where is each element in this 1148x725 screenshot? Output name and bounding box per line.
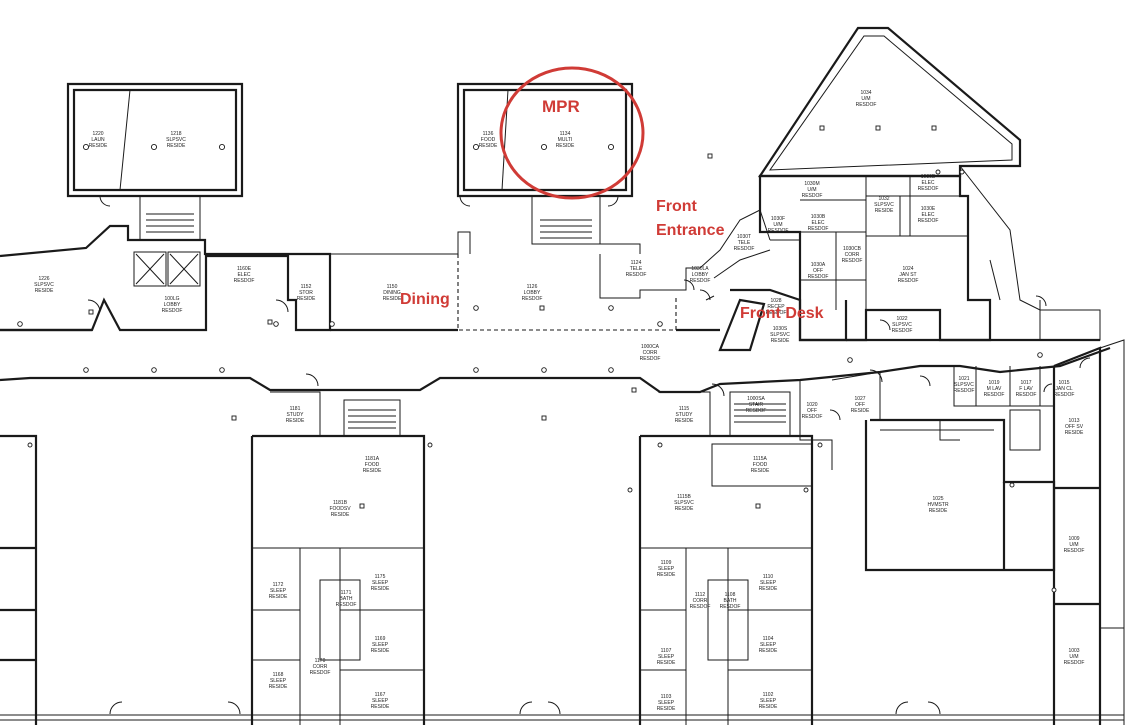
- south-exterior-wall: [0, 714, 1124, 721]
- dining-band-walls: [330, 231, 700, 299]
- elevator-cars: [133, 251, 201, 287]
- mpr-room-block: [456, 82, 634, 198]
- laundry-partition: [119, 89, 131, 191]
- center-east-wing-rooms: [640, 443, 813, 725]
- west-lobby-band: [0, 224, 332, 332]
- east-outer-wall: [1099, 339, 1125, 725]
- front-desk-walls: [718, 288, 848, 352]
- front-desk-annotation: Front Desk: [740, 305, 824, 322]
- ceiling-fixtures: [17, 125, 1057, 593]
- front-entrance-annotation-line2: Entrance: [656, 222, 725, 239]
- center-stair-well: [531, 195, 601, 245]
- east-column: [1002, 346, 1102, 725]
- center-west-wing-rooms: [252, 547, 424, 725]
- mpr-annotation: MPR: [542, 97, 580, 116]
- center-east-stair: [729, 391, 791, 437]
- main-corridor-south-wall: [0, 346, 1111, 394]
- office-1020-1027: [799, 371, 881, 470]
- east-angled-walls: [959, 165, 1101, 341]
- study-1115: [658, 391, 711, 437]
- north-west-stair-well: [139, 195, 201, 241]
- dining-boundary: [457, 254, 677, 331]
- north-west-room-block: [66, 82, 244, 198]
- east-hall-inner: [880, 420, 994, 441]
- main-corridor-north-wall: [0, 328, 1100, 342]
- lav-rooms: [953, 366, 1054, 451]
- north-east-wedge-inner: [769, 35, 1013, 171]
- mpr-highlight-circle: [499, 66, 645, 200]
- front-entrance-annotation-line1: Front: [656, 198, 698, 215]
- center-west-stair: [343, 399, 401, 437]
- west-wing: [0, 434, 38, 725]
- office-partitions: [770, 176, 968, 310]
- north-east-wedge: [757, 26, 1022, 178]
- dining-annotation: Dining: [400, 291, 450, 308]
- study-1181: [270, 391, 321, 437]
- door-swings: [87, 195, 1091, 715]
- east-hall-1025: [864, 418, 1056, 572]
